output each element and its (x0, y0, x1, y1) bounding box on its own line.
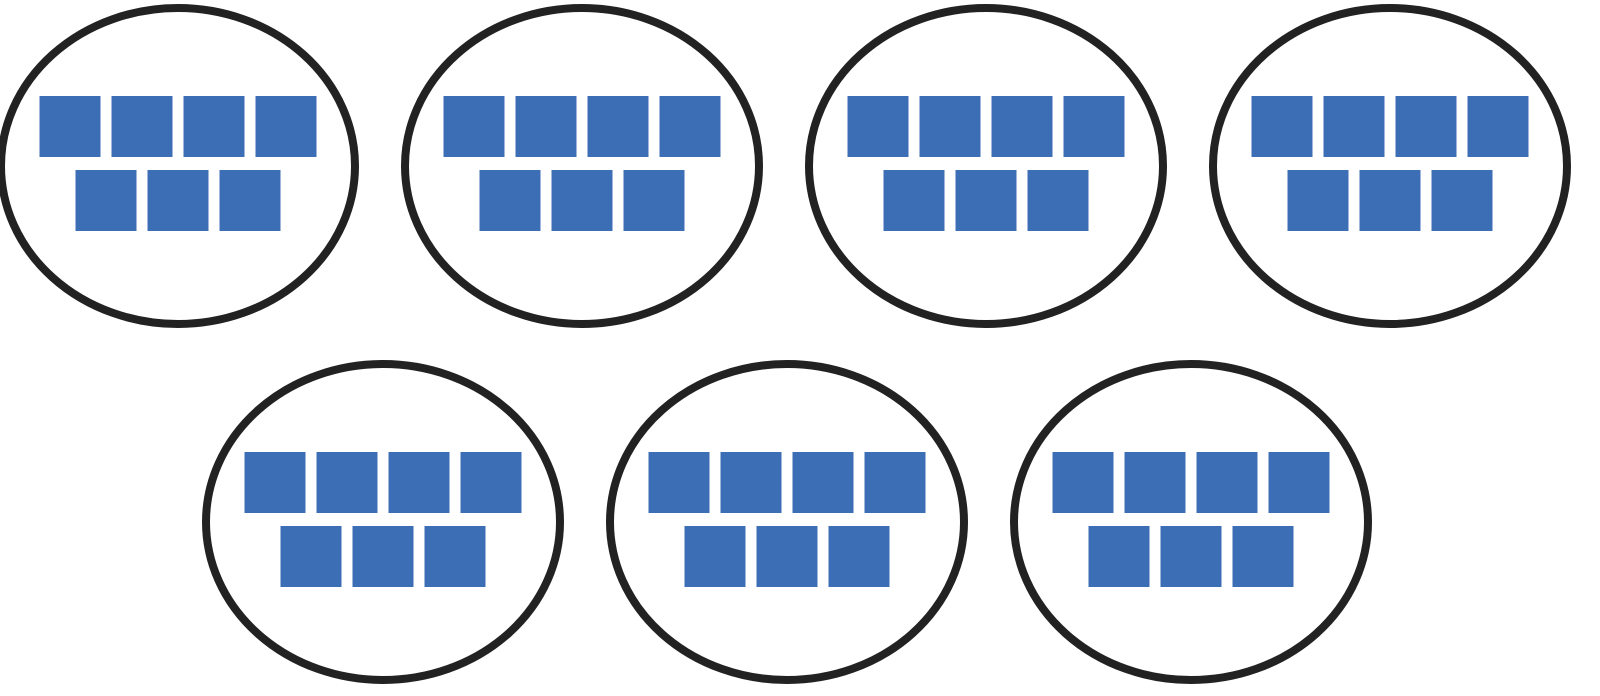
group-outline (1209, 4, 1571, 328)
square-item (587, 96, 649, 157)
square-item (1063, 96, 1125, 157)
square-item (828, 526, 890, 587)
square-item (1287, 170, 1349, 231)
square-item (280, 526, 342, 587)
square-item (424, 526, 486, 587)
group-5 (202, 360, 564, 684)
square-item (684, 526, 746, 587)
group-outline (0, 4, 359, 328)
group-outline (805, 4, 1167, 328)
square-item (551, 170, 613, 231)
square-item (1160, 526, 1222, 587)
group-7 (1010, 360, 1372, 684)
square-item (1323, 96, 1385, 157)
square-item (183, 96, 245, 157)
square-item (219, 170, 281, 231)
group-outline (202, 360, 564, 684)
square-item (919, 96, 981, 157)
square-item (479, 170, 541, 231)
square-item (864, 452, 926, 513)
square-item (792, 452, 854, 513)
square-item (1088, 526, 1150, 587)
square-item (1052, 452, 1114, 513)
square-item (623, 170, 685, 231)
square-item (1232, 526, 1294, 587)
square-item (847, 96, 909, 157)
group-outline (1010, 360, 1372, 684)
group-outline (401, 4, 763, 328)
square-item (991, 96, 1053, 157)
square-item (460, 452, 522, 513)
square-item (515, 96, 577, 157)
group-outline (606, 360, 968, 684)
square-item (1431, 170, 1493, 231)
square-item (1395, 96, 1457, 157)
square-item (720, 452, 782, 513)
square-item (659, 96, 721, 157)
square-item (1467, 96, 1529, 157)
square-item (147, 170, 209, 231)
square-item (1196, 452, 1258, 513)
square-item (244, 452, 306, 513)
square-item (39, 96, 101, 157)
group-3 (805, 4, 1167, 328)
square-item (648, 452, 710, 513)
square-item (388, 452, 450, 513)
square-item (883, 170, 945, 231)
group-1 (0, 4, 359, 328)
square-item (352, 526, 414, 587)
square-item (1359, 170, 1421, 231)
square-item (443, 96, 505, 157)
group-6 (606, 360, 968, 684)
square-item (1268, 452, 1330, 513)
square-item (111, 96, 173, 157)
square-item (255, 96, 317, 157)
square-item (316, 452, 378, 513)
square-item (756, 526, 818, 587)
square-item (1251, 96, 1313, 157)
group-4 (1209, 4, 1571, 328)
square-item (1027, 170, 1089, 231)
square-item (1124, 452, 1186, 513)
square-item (75, 170, 137, 231)
square-item (955, 170, 1017, 231)
group-2 (401, 4, 763, 328)
